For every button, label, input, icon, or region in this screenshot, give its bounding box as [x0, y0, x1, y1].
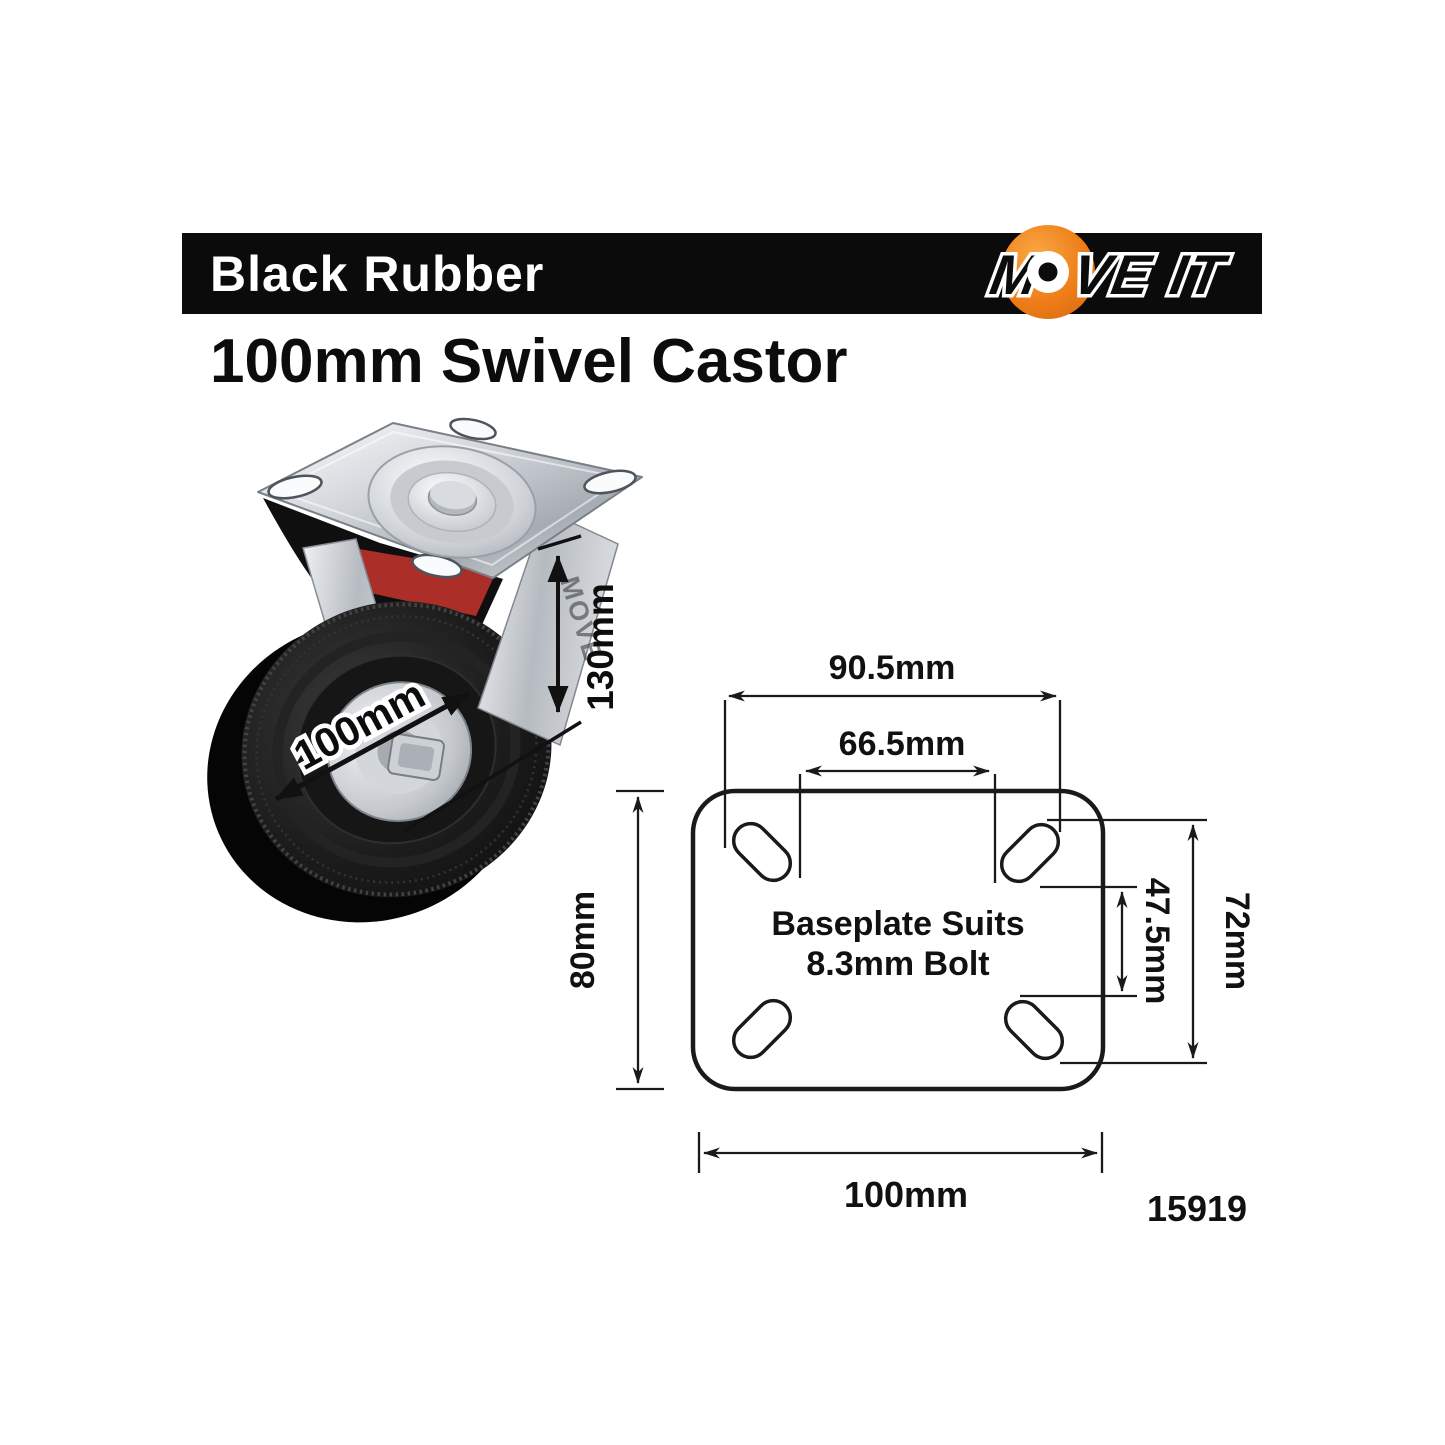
diameter-dim-arrow — [274, 691, 471, 802]
plate-slot-top — [449, 417, 497, 441]
baseplate-note-line1: Baseplate Suits — [771, 905, 1024, 943]
swivel-bearing — [367, 445, 537, 559]
dim-label-right-inner: 47.5mm — [1138, 878, 1176, 1005]
logo-o-hole-icon — [1038, 262, 1058, 282]
caster-photo: MOVE 130mm 100mm — [207, 417, 643, 923]
logo-letters-ve: VE — [1068, 243, 1158, 306]
caster-red-bracket — [335, 545, 496, 616]
dim-label-top-outer: 90.5mm — [829, 649, 956, 687]
logo-letters-it: IT — [1166, 243, 1233, 306]
product-code: 15919 — [1147, 1188, 1247, 1229]
product-title: 100mm Swivel Castor — [210, 327, 848, 396]
axle-nut — [387, 733, 445, 781]
plate-slot-right — [583, 469, 637, 495]
dim-label-bottom: 100mm — [844, 1174, 968, 1215]
baseplate-drawing: 90.5mm 66.5mm 80mm 47.5mm 72mm 100mm Bas… — [564, 649, 1256, 1229]
banner-title: Black Rubber — [210, 245, 545, 302]
moveit-logo: M VE IT — [982, 225, 1237, 319]
height-dim-label: 130mm — [580, 583, 621, 711]
dim-label-top-inner: 66.5mm — [839, 725, 966, 763]
ground-reference-line — [403, 720, 582, 833]
baseplate-note-line2: 8.3mm Bolt — [806, 945, 989, 983]
plate-slot-left — [267, 474, 323, 500]
dim-label-right-outer: 72mm — [1218, 892, 1256, 990]
bolt-slot-bottom-left — [731, 998, 793, 1060]
height-dim-top-tick — [537, 534, 582, 551]
bolt-slot-top-right — [999, 822, 1061, 884]
bolt-slot-top-left — [731, 821, 793, 883]
dim-label-left: 80mm — [564, 891, 602, 989]
